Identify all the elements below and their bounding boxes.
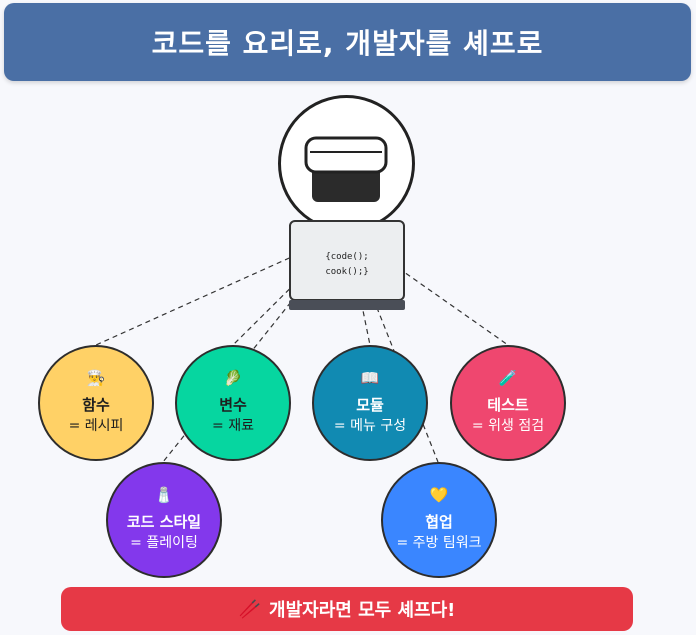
node-variable: 🥬 변수 = 재료	[175, 345, 291, 461]
node-name: 변수	[219, 396, 247, 414]
node-desc: = 레시피	[68, 418, 124, 434]
node-name: 테스트	[487, 396, 529, 414]
footer-banner: 🥢 개발자라면 모두 셰프다!	[61, 587, 633, 631]
heart-icon: 💛	[429, 486, 449, 504]
node-module: 📖 모듈 = 메뉴 구성	[312, 345, 428, 461]
node-desc: = 재료	[212, 418, 254, 434]
node-desc: = 위생 점검	[471, 418, 545, 434]
code-line-2: cook();}	[325, 267, 369, 277]
page-title: 코드를 요리로, 개발자를 셰프로	[151, 27, 544, 60]
node-test: 🧪 테스트 = 위생 점검	[450, 345, 566, 461]
node-desc: = 플레이팅	[130, 535, 198, 551]
laptop	[289, 220, 405, 301]
node-name: 모듈	[356, 396, 384, 414]
chef-hat-icon	[304, 136, 388, 202]
footer-icon: 🥢	[238, 598, 262, 620]
title-banner: 코드를 요리로, 개발자를 셰프로	[4, 3, 691, 81]
node-name: 코드 스타일	[126, 513, 202, 531]
chef-icon: 👨‍🍳	[86, 369, 106, 387]
node-collaboration: 💛 협업 = 주방 팀워크	[381, 462, 497, 578]
node-code-style: 🧂 코드 스타일 = 플레이팅	[106, 462, 222, 578]
book-icon: 📖	[360, 369, 380, 387]
connector-test	[346, 231, 509, 346]
node-function: 👨‍🍳 함수 = 레시피	[38, 345, 154, 461]
footer-text: 개발자라면 모두 셰프다!	[269, 600, 456, 621]
node-desc: = 주방 팀워크	[396, 535, 482, 551]
salt-icon: 🧂	[154, 486, 174, 504]
code-snippet: {code(); cook();}	[300, 250, 394, 280]
code-line-1: {code();	[325, 252, 369, 262]
laptop-base	[289, 300, 405, 310]
vegetable-icon: 🥬	[223, 369, 243, 387]
test-tube-icon: 🧪	[498, 369, 518, 387]
node-name: 협업	[425, 513, 453, 531]
node-name: 함수	[82, 396, 110, 414]
node-desc: = 메뉴 구성	[333, 418, 407, 434]
